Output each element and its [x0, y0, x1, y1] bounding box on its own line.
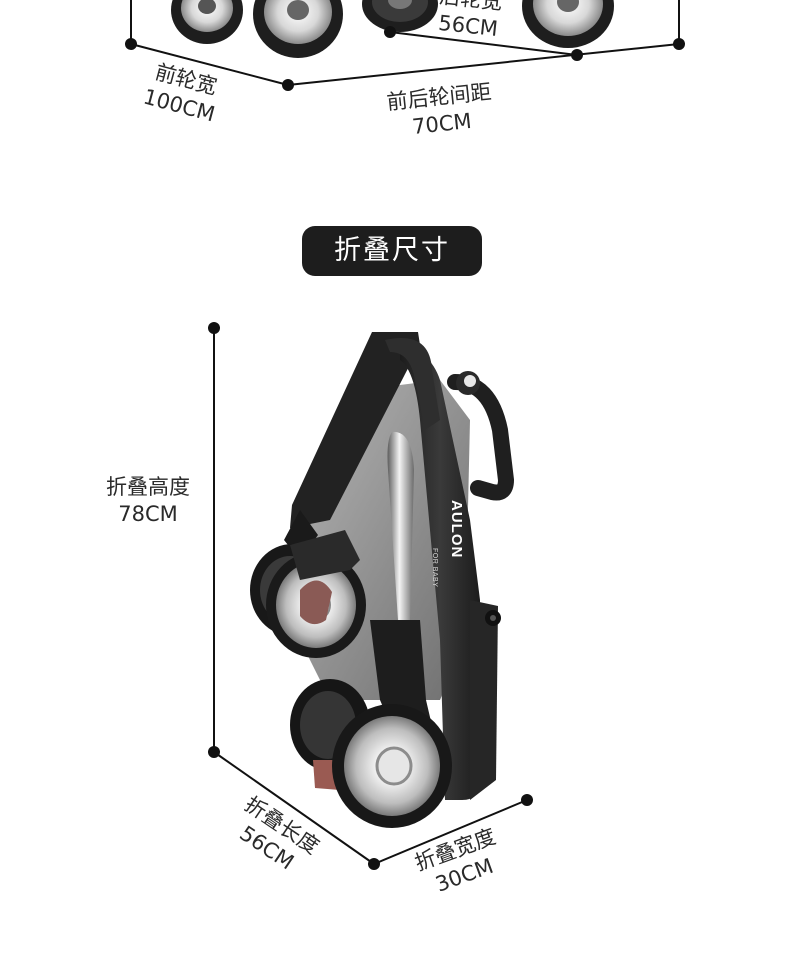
front-right-wheel: [253, 0, 343, 58]
brake-accent-upper: [300, 580, 332, 625]
folded-dimension-lines: [208, 322, 533, 870]
unfolded-stroller-wheels: [125, 0, 685, 91]
folded-height-value: 78CM: [118, 502, 178, 526]
folded-lower-wheel-front: [332, 704, 452, 828]
stroller-frame-left: [290, 332, 420, 528]
folded-size-title-badge: 折叠尺寸: [302, 226, 482, 276]
stroller-frame-right: [400, 345, 480, 800]
brand-sub-logo: FOR BABY: [431, 548, 438, 587]
stroller-center-bar: [387, 431, 414, 635]
rear-left-wheel: [362, 0, 438, 32]
stroller-handle: [447, 371, 515, 501]
brand-logo: AULON: [448, 500, 465, 558]
folded-height-label: 折叠高度 78CM: [96, 474, 200, 528]
rear-right-wheel: [522, 0, 614, 48]
front-left-wheel: [171, 0, 243, 44]
folded-height-title: 折叠高度: [106, 475, 190, 499]
